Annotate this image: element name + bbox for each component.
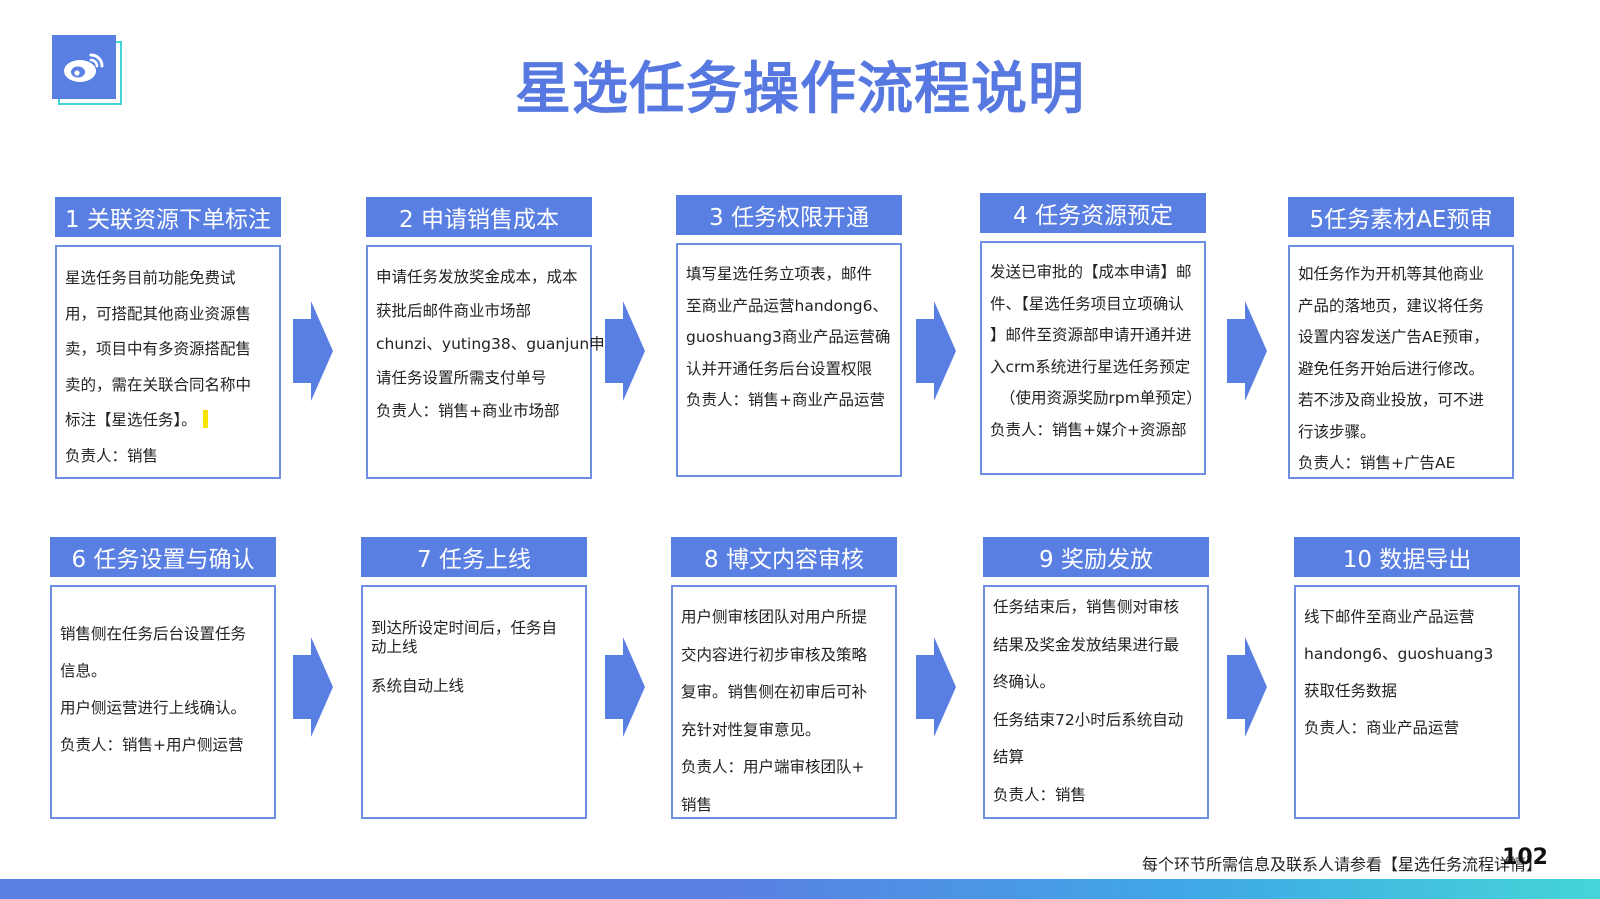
- step-1-line: 用，可搭配其他商业资源售: [65, 304, 252, 323]
- right-arrow-icon: [293, 637, 333, 737]
- step-2-box: 申请任务发放奖金成本，成本 获批后邮件商业市场部 chunzi、yuting38…: [366, 245, 605, 479]
- step-8-line: 销售: [681, 795, 713, 814]
- right-arrow-icon: [605, 637, 645, 737]
- step-4-line: 入crm系统进行星选任务预定: [990, 357, 1191, 376]
- step-5-line: 设置内容发送广告AE预审，: [1298, 328, 1489, 346]
- page-number: 102: [1502, 845, 1548, 870]
- step-8-line: 负责人：用户端审核团队+: [681, 758, 865, 776]
- weibo-icon: [52, 35, 116, 99]
- step-7-header: 7 任务上线: [361, 537, 587, 577]
- step-10-line: 获取任务数据: [1304, 682, 1398, 700]
- step-2-header: 2 申请销售成本: [366, 197, 592, 237]
- step-8-line: 复审。销售侧在初审后可补: [681, 683, 868, 701]
- step-10-line: 负责人：商业产品运营: [1304, 719, 1460, 737]
- page-title: 星选任务操作流程说明: [515, 57, 1085, 122]
- step-2-line: 获批后邮件商业市场部: [376, 301, 532, 320]
- step-1-line: 标注【星选任务】。: [65, 403, 271, 439]
- step-4-header: 4 任务资源预定: [980, 193, 1206, 233]
- step-1-line: 星选任务目前功能免费试: [65, 269, 236, 287]
- step-9-line: 结算: [993, 748, 1025, 766]
- step-5-line: 若不涉及商业投放，可不进: [1298, 391, 1485, 409]
- step-6-line: 用户侧运营进行上线确认。: [60, 699, 247, 717]
- step-9-line: 任务结束后，销售侧对审核: [993, 598, 1180, 616]
- step-5-header: 5任务素材AE预审: [1288, 197, 1514, 237]
- step-1-line: 负责人：销售: [65, 446, 159, 465]
- step-9-line: 任务结束72小时后系统自动: [993, 710, 1184, 729]
- weibo-logo: [52, 35, 122, 107]
- step-9-line: 负责人：销售: [993, 785, 1087, 804]
- step-4-line: 件、【星选任务项目立项确认: [990, 294, 1184, 313]
- step-4-line: （使用资源奖励rpm单预定）: [1000, 389, 1202, 407]
- step-10-line: handong6、guoshuang3: [1304, 645, 1494, 663]
- step-10-box: 线下邮件至商业产品运营 handong6、guoshuang3 获取任务数据 负…: [1294, 585, 1520, 819]
- step-10-header: 10 数据导出: [1294, 537, 1520, 577]
- step-8-box: 用户侧审核团队对用户所提 交内容进行初步审核及策略 复审。销售侧在初审后可补 充…: [671, 585, 897, 819]
- right-arrow-icon: [1227, 301, 1267, 401]
- step-6-line: 信息。: [60, 662, 107, 680]
- step-6-line: 负责人：销售+用户侧运营: [60, 736, 244, 754]
- cursor-mark: [202, 410, 208, 428]
- step-8-line: 交内容进行初步审核及策略: [681, 645, 868, 664]
- step-7-line: 系统自动上线: [371, 677, 465, 695]
- step-7-box: 到达所设定时间后，任务自 动上线 系统自动上线: [361, 585, 587, 819]
- step-7-line: 动上线: [371, 638, 418, 656]
- step-1-line: 卖，项目中有多资源搭配售: [65, 340, 252, 358]
- step-3-line: 至商业产品运营handong6、: [686, 296, 888, 315]
- step-5-line: 如任务作为开机等其他商业: [1298, 265, 1485, 283]
- step-4-line: 负责人：销售+媒介+资源部: [990, 420, 1187, 439]
- step-3-line: 认并开通任务后台设置权限: [686, 359, 873, 378]
- step-9-box: 任务结束后，销售侧对审核 结果及奖金发放结果进行最 终确认。 任务结束72小时后…: [983, 585, 1209, 819]
- right-arrow-icon: [1227, 637, 1267, 737]
- bottom-accent-bar: [0, 879, 1600, 899]
- step-1-line: 卖的，需在关联合同名称中: [65, 375, 252, 394]
- step-4-line: 发送已审批的【成本申请】邮: [990, 263, 1192, 281]
- step-2-line: 负责人：销售+商业市场部: [376, 402, 560, 420]
- step-1-highlight-text: 标注【星选任务】。: [65, 411, 197, 429]
- right-arrow-icon: [605, 301, 645, 401]
- step-3-line: 填写星选任务立项表，邮件: [686, 265, 873, 283]
- step-2-line: chunzi、yuting38、guanjun申: [376, 335, 605, 353]
- step-7-line: 到达所设定时间后，任务自: [371, 619, 558, 637]
- step-5-line: 产品的落地页，建议将任务: [1298, 296, 1485, 315]
- step-1-box: 星选任务目前功能免费试 用，可搭配其他商业资源售 卖，项目中有多资源搭配售 卖的…: [55, 245, 281, 479]
- step-9-header: 9 奖励发放: [983, 537, 1209, 577]
- step-6-line: 销售侧在任务后台设置任务: [60, 625, 247, 643]
- step-9-line: 结果及奖金发放结果进行最: [993, 635, 1180, 654]
- step-3-line: 负责人：销售+商业产品运营: [686, 391, 885, 409]
- step-5-line: 避免任务开始后进行修改。: [1298, 359, 1485, 378]
- step-5-box: 如任务作为开机等其他商业 产品的落地页，建议将任务 设置内容发送广告AE预审， …: [1288, 245, 1514, 479]
- step-8-line: 用户侧审核团队对用户所提: [681, 608, 868, 626]
- step-4-box: 发送已审批的【成本申请】邮 件、【星选任务项目立项确认 】邮件至资源部申请开通并…: [980, 241, 1206, 475]
- step-6-header: 6 任务设置与确认: [50, 537, 276, 577]
- right-arrow-icon: [916, 637, 956, 737]
- step-8-line: 充针对性复审意见。: [681, 720, 821, 739]
- right-arrow-icon: [916, 301, 956, 401]
- step-3-box: 填写星选任务立项表，邮件 至商业产品运营handong6、 guoshuang3…: [676, 243, 902, 477]
- step-4-line: 】邮件至资源部申请开通并进: [990, 326, 1192, 344]
- step-5-line: 行该步骤。: [1298, 422, 1376, 441]
- step-2-line: 请任务设置所需支付单号: [376, 368, 547, 387]
- step-10-line: 线下邮件至商业产品运营: [1304, 608, 1475, 626]
- step-3-header: 3 任务权限开通: [676, 195, 902, 235]
- step-2-line: 申请任务发放奖金成本，成本: [376, 268, 578, 286]
- step-8-header: 8 博文内容审核: [671, 537, 897, 577]
- step-6-box: 销售侧在任务后台设置任务 信息。 用户侧运营进行上线确认。 负责人：销售+用户侧…: [50, 585, 276, 819]
- footer-note: 每个环节所需信息及联系人请参看【星选任务流程详情】: [1141, 855, 1542, 874]
- step-1-header: 1 关联资源下单标注: [55, 197, 281, 237]
- step-5-line: 负责人：销售+广告AE: [1298, 454, 1456, 472]
- right-arrow-icon: [293, 301, 333, 401]
- step-9-line: 终确认。: [993, 673, 1056, 691]
- step-3-line: guoshuang3商业产品运营确: [686, 328, 891, 346]
